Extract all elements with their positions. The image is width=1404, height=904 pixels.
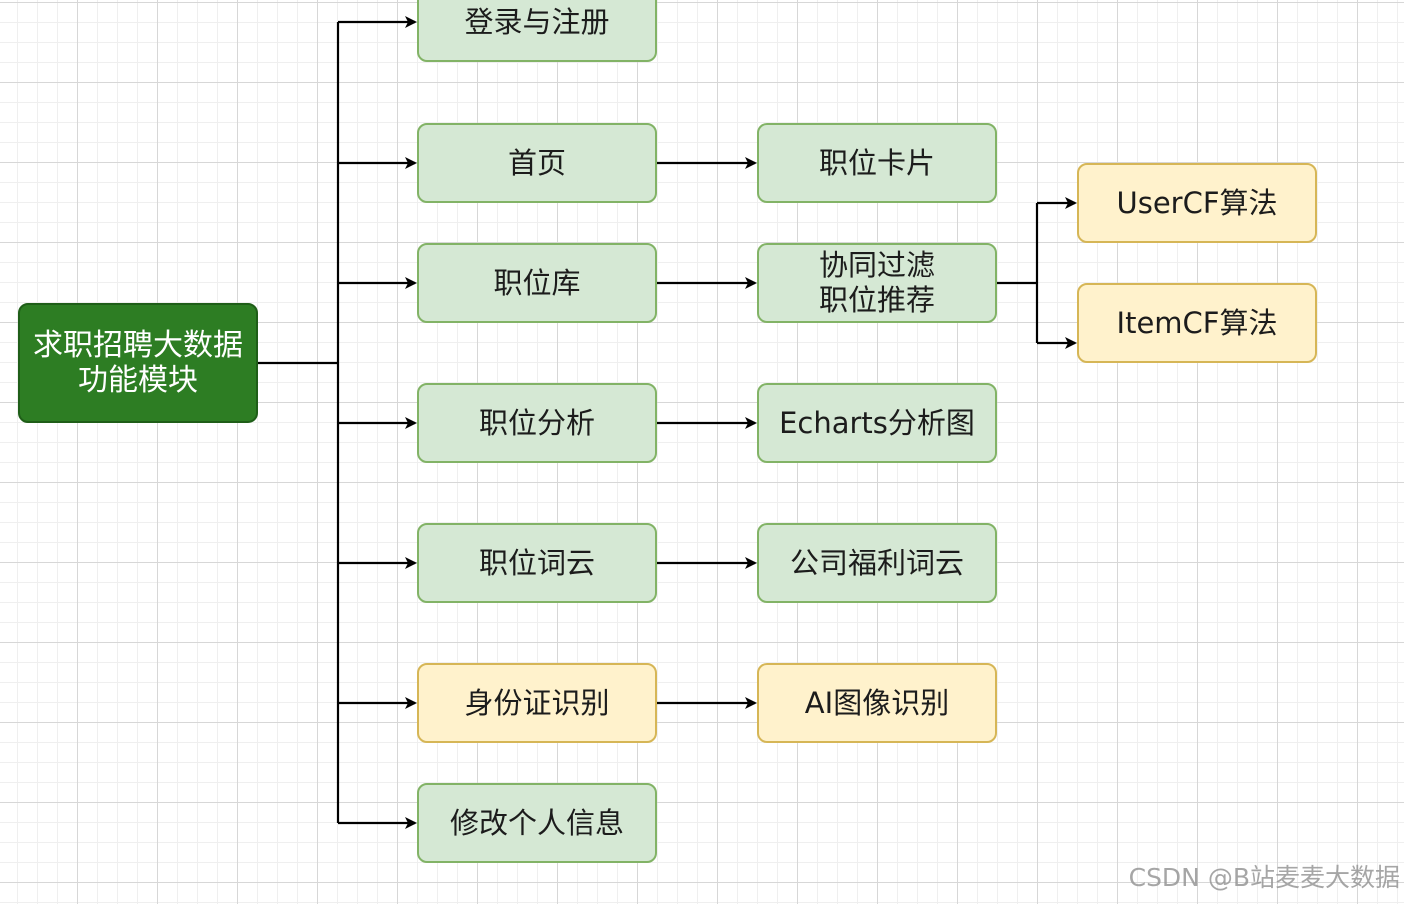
node-edit-profile[interactable]: 修改个人信息 <box>417 783 657 863</box>
node-job-wordcloud[interactable]: 职位词云 <box>417 523 657 603</box>
watermark: CSDN @B站麦麦大数据 <box>1128 863 1400 892</box>
node-usercf-algorithm[interactable]: UserCF算法 <box>1077 163 1317 243</box>
root-node[interactable]: 求职招聘大数据 功能模块 <box>18 303 258 423</box>
node-welfare-wordcloud[interactable]: 公司福利词云 <box>757 523 997 603</box>
node-job-library[interactable]: 职位库 <box>417 243 657 323</box>
node-job-analysis[interactable]: 职位分析 <box>417 383 657 463</box>
node-id-card-recognition[interactable]: 身份证识别 <box>417 663 657 743</box>
node-ai-image-recognition[interactable]: AI图像识别 <box>757 663 997 743</box>
node-job-card[interactable]: 职位卡片 <box>757 123 997 203</box>
node-itemcf-algorithm[interactable]: ItemCF算法 <box>1077 283 1317 363</box>
node-login[interactable]: 登录与注册 <box>417 0 657 62</box>
node-home[interactable]: 首页 <box>417 123 657 203</box>
node-collaborative-filtering[interactable]: 协同过滤 职位推荐 <box>757 243 997 323</box>
node-echarts-chart[interactable]: Echarts分析图 <box>757 383 997 463</box>
